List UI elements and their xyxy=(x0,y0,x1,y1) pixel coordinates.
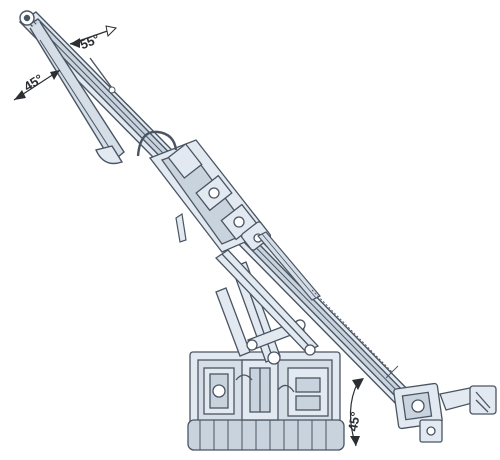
angle-label-45-base: 45° xyxy=(345,410,363,432)
foot-clamp xyxy=(393,382,497,443)
angle-label-55-right: 55° xyxy=(78,31,102,52)
crawler-base xyxy=(187,351,345,451)
angle-annotation-left: 45° xyxy=(13,69,61,101)
feed-cylinder xyxy=(175,212,321,301)
rotary-head xyxy=(136,130,272,253)
depth-dimension-line xyxy=(311,289,399,379)
angle-annotation-base: 45° xyxy=(345,378,364,447)
angle-annotation-right: 55° xyxy=(69,25,118,94)
angle-label-45-left: 45° xyxy=(21,71,46,94)
boom-link xyxy=(214,249,320,356)
